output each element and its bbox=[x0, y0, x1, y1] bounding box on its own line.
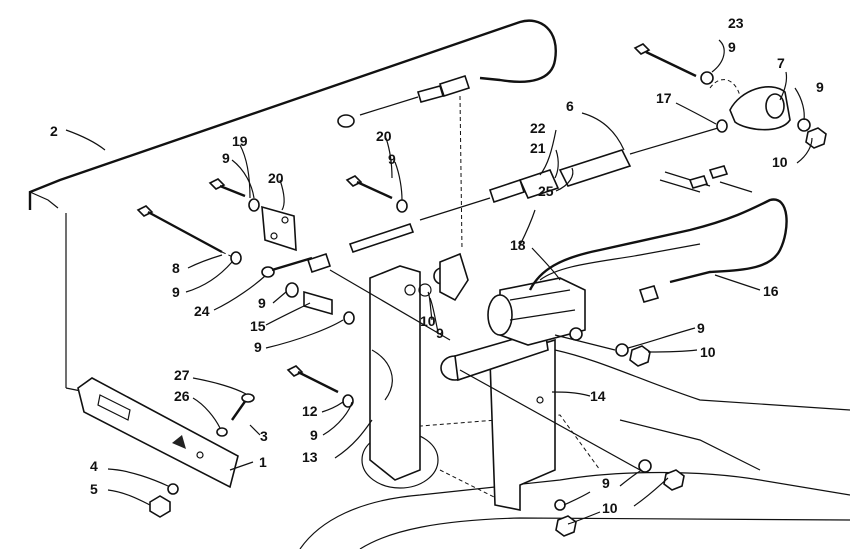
callout-9: 9 bbox=[172, 284, 180, 300]
hardware-lower-right bbox=[329, 269, 685, 537]
callout-9: 9 bbox=[816, 79, 824, 95]
link-rod-24 bbox=[261, 252, 355, 325]
callout-2: 2 bbox=[50, 123, 58, 139]
callout-9: 9 bbox=[697, 320, 705, 336]
callout-7: 7 bbox=[777, 55, 785, 71]
bracket-14 bbox=[489, 338, 556, 511]
callout-26: 26 bbox=[174, 388, 190, 404]
callout-4: 4 bbox=[90, 458, 98, 474]
callout-labels: 2 6 7 23 9 9 10 17 22 21 25 18 19 9 20 2… bbox=[50, 15, 824, 516]
engine-casting-outline bbox=[299, 349, 850, 549]
leader-lines bbox=[65, 39, 813, 525]
callout-19: 20 bbox=[268, 170, 284, 186]
cable-2 bbox=[28, 19, 557, 251]
callout-8: 8 bbox=[172, 260, 180, 276]
callout-20: 20 bbox=[376, 128, 392, 144]
callout-15: 16 bbox=[763, 283, 779, 299]
callout-10: 10 bbox=[602, 500, 618, 516]
callout-1: 1 bbox=[259, 454, 267, 470]
callout-17: 18 bbox=[510, 237, 526, 253]
callout-25: 25 bbox=[538, 183, 554, 199]
callout-13: 13 bbox=[302, 449, 318, 465]
callout-24: 24 bbox=[194, 303, 210, 319]
cable-6 bbox=[348, 127, 719, 254]
lever-7 bbox=[709, 79, 827, 149]
bolt-8 bbox=[136, 205, 242, 265]
callout-3: 3 bbox=[260, 428, 268, 444]
callout-9: 9 bbox=[728, 39, 736, 55]
callout-16: 17 bbox=[656, 90, 672, 106]
bolt-23 bbox=[633, 43, 714, 85]
callout-9: 9 bbox=[258, 295, 266, 311]
callout-9: 9 bbox=[436, 325, 444, 341]
callout-10: 10 bbox=[420, 313, 436, 329]
callout-9: 9 bbox=[254, 339, 262, 355]
callout-11: 15 bbox=[250, 318, 266, 334]
callout-12: 12 bbox=[302, 403, 318, 419]
bolt-18 bbox=[208, 178, 297, 252]
callout-9: 9 bbox=[310, 427, 318, 443]
callout-5: 5 bbox=[90, 481, 98, 497]
callout-14: 14 bbox=[590, 388, 606, 404]
callout-9: 9 bbox=[222, 150, 230, 166]
callout-9: 9 bbox=[602, 475, 610, 491]
bracket-13 bbox=[369, 265, 421, 481]
bolt-20 bbox=[345, 175, 408, 213]
callout-18: 19 bbox=[232, 133, 248, 149]
bolt-12 bbox=[286, 365, 354, 408]
callout-27: 27 bbox=[174, 367, 190, 383]
callout-6: 6 bbox=[566, 98, 574, 114]
callout-21: 21 bbox=[530, 140, 546, 156]
callout-10: 10 bbox=[700, 344, 716, 360]
callout-23: 23 bbox=[728, 15, 744, 31]
mounting-plate-1 bbox=[77, 377, 239, 489]
actuator-17 bbox=[418, 252, 586, 346]
callout-22: 22 bbox=[530, 120, 546, 136]
hardware-lower-left bbox=[149, 393, 255, 518]
callout-10: 10 bbox=[772, 154, 788, 170]
callout-9: 9 bbox=[388, 151, 396, 167]
wire-harness-15 bbox=[528, 165, 788, 303]
